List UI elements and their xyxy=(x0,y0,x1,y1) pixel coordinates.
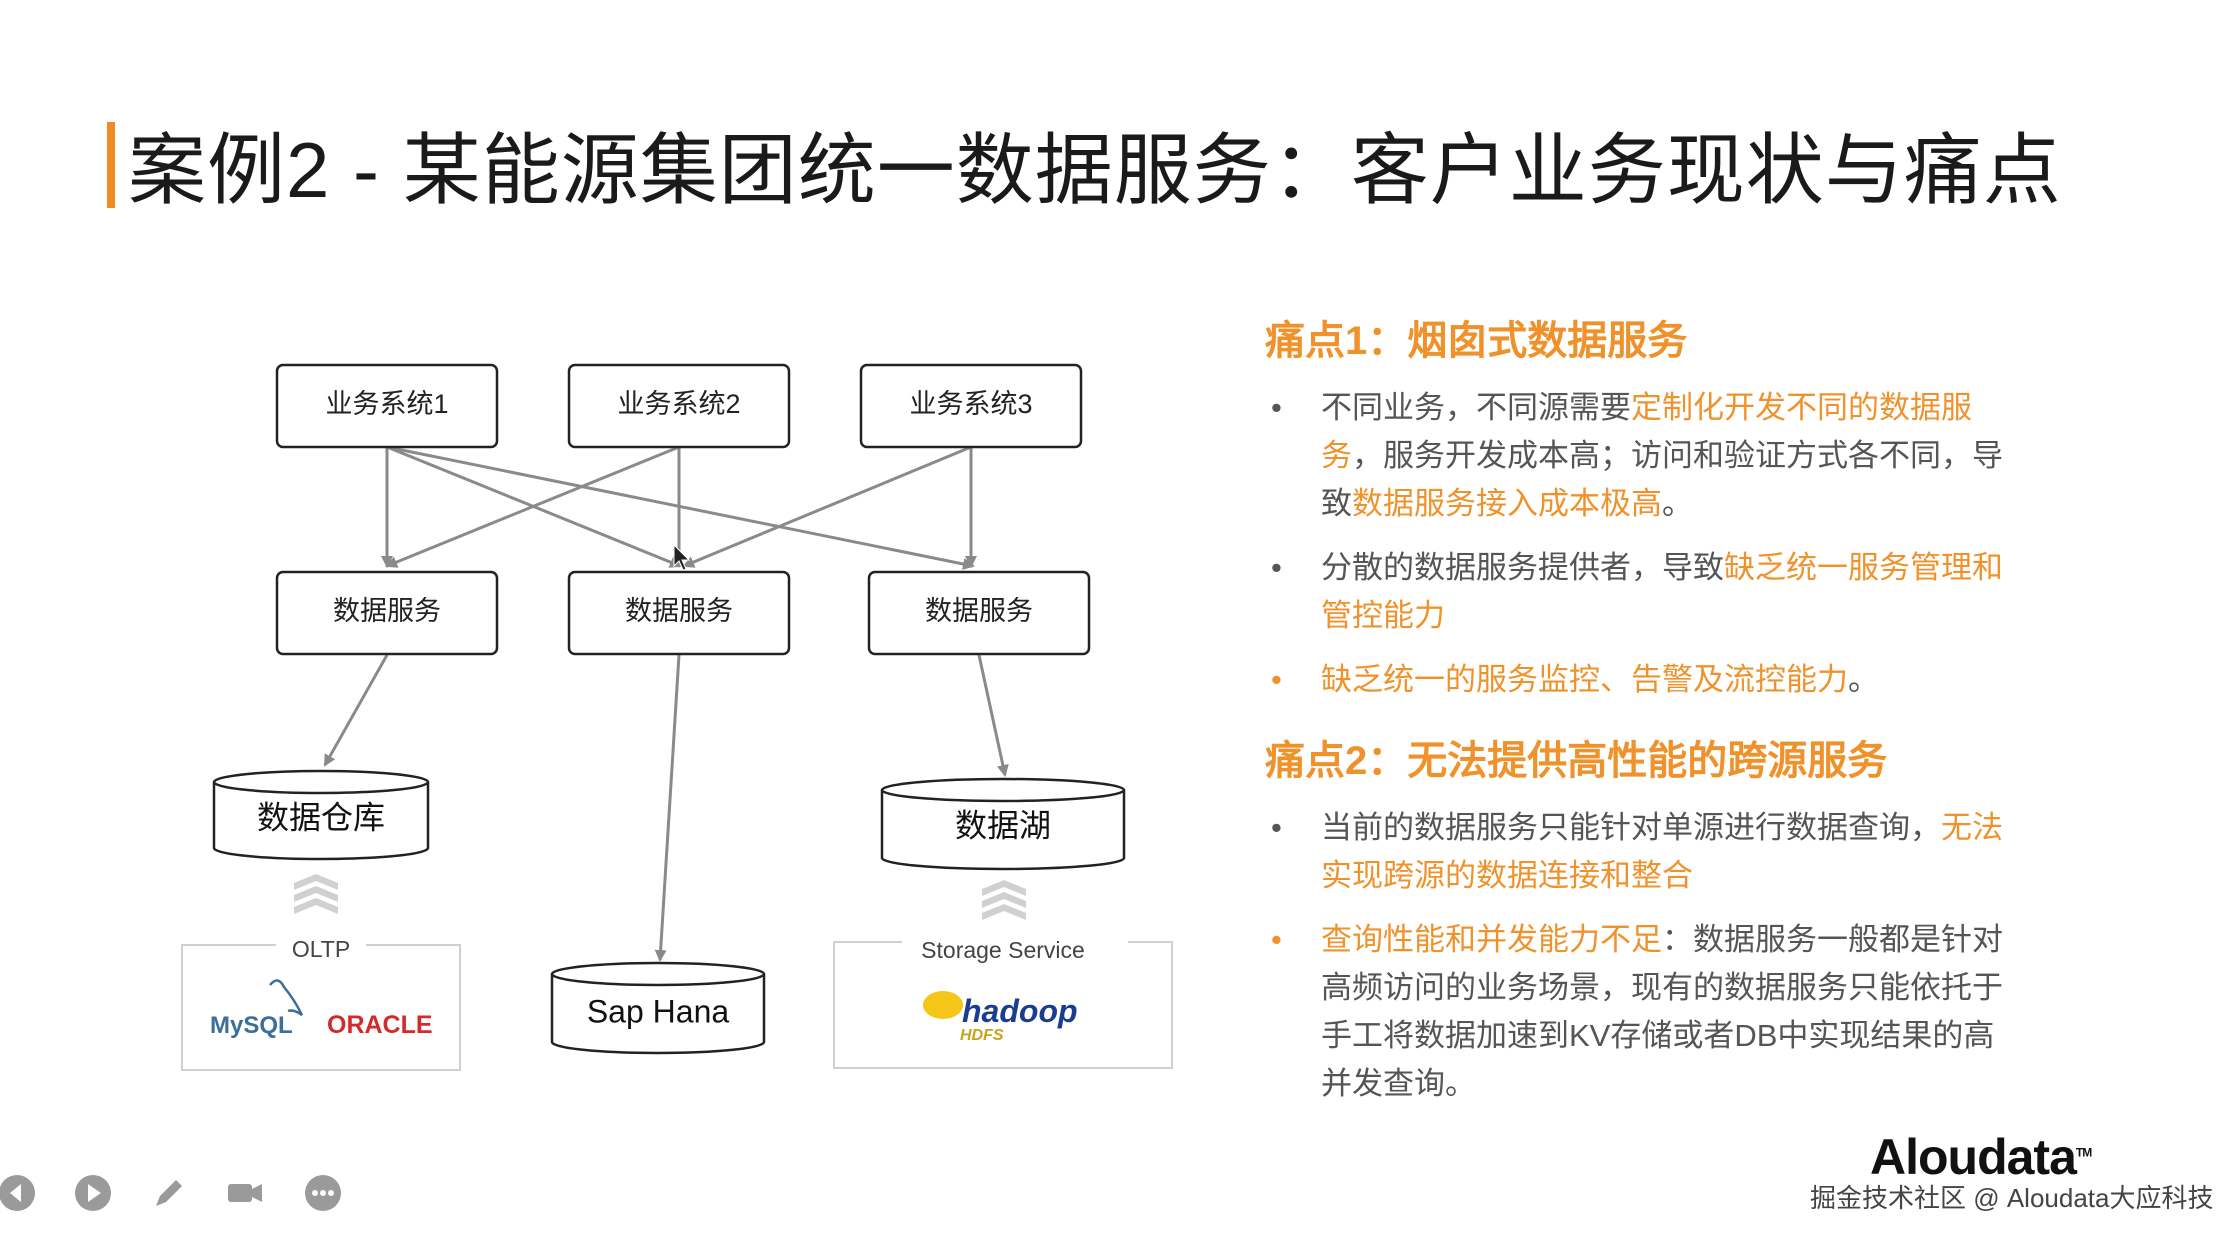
business-system-1: 业务系统1 xyxy=(275,363,499,449)
highlighted-text: 缺乏统一服务管理和管控能力 xyxy=(1321,550,2003,633)
watermark-text: 掘金技术社区 @ Aloudata大应科技 xyxy=(1810,1183,2214,1213)
play-icon[interactable] xyxy=(72,1172,114,1214)
hadoop-elephant-icon xyxy=(923,991,963,1019)
highlighted-text: 查询性能和并发能力不足 xyxy=(1321,922,1662,957)
highlighted-text: 缺乏统一的服务监控、告警及流控能力 xyxy=(1321,662,1848,697)
pain1-bullet: • 不同业务，不同源需要定制化开发不同的数据服务，服务开发成本高；访问和验证方式各… xyxy=(1265,384,2005,528)
pain1-bullet: • 缺乏统一的服务监控、告警及流控能力。 xyxy=(1265,656,2005,704)
pain2-bullet: • 查询性能和并发能力不足：数据服务一般都是针对高频访问的业务场景，现有的数据服务… xyxy=(1265,916,2005,1108)
data-warehouse-cylinder: 数据仓库 xyxy=(212,769,430,861)
highlighted-text: 无法实现跨源的数据连接和整合 xyxy=(1321,810,2003,893)
oltp-label: OLTP xyxy=(292,936,350,962)
sap-hana-cylinder: Sap Hana xyxy=(550,961,766,1055)
bullet-text: ，服务开发成本高；访问和验证方式各不同，导致 xyxy=(1321,438,2003,521)
pain-point-2-title: 痛点2：无法提供高性能的跨源服务 xyxy=(1265,739,1888,783)
bullet-text: 不同业务，不同源需要 xyxy=(1321,390,1631,425)
aloudata-logo: AloudataTM xyxy=(1870,1129,2092,1185)
mysql-dolphin-icon xyxy=(269,979,304,1017)
hdfs-logo: HDFS xyxy=(960,1027,1004,1044)
bullet-text: 当前的数据服务只能针对单源进行数据查询， xyxy=(1321,810,1941,845)
sap-hana-label: Sap Hana xyxy=(587,993,730,1029)
bullet-dot: • xyxy=(1271,810,1282,845)
pain-point-1-title: 痛点1：烟囱式数据服务 xyxy=(1265,319,1688,363)
bullet-dot: • xyxy=(1271,390,1282,425)
data-service-label: 数据服务 xyxy=(625,596,733,626)
pain2-bullet: • 当前的数据服务只能针对单源进行数据查询，无法实现跨源的数据连接和整合 xyxy=(1265,804,2005,900)
bullet-text: 分散的数据服务提供者，导致 xyxy=(1321,550,1724,585)
mysql-logo: MySQL xyxy=(210,1012,293,1039)
camera-icon[interactable] xyxy=(224,1172,266,1214)
bullet-dot: • xyxy=(1271,550,1282,585)
business-system-label: 业务系统2 xyxy=(617,389,740,419)
pen-icon[interactable] xyxy=(148,1172,190,1214)
pain-points-panel: 痛点1：烟囱式数据服务 • 不同业务，不同源需要定制化开发不同的数据服务，服务开发… xyxy=(1265,308,2005,1124)
storage-service-panel: Storage Service hadoop HDFS xyxy=(833,937,1173,1069)
data-warehouse-label: 数据仓库 xyxy=(257,799,385,835)
pain-point-1-list: • 不同业务，不同源需要定制化开发不同的数据服务，服务开发成本高；访问和验证方式各… xyxy=(1265,384,2005,704)
title-accent-bar xyxy=(107,122,115,208)
previous-slide-icon[interactable] xyxy=(0,1172,38,1214)
bullet-dot: • xyxy=(1271,662,1282,697)
data-lake-label: 数据湖 xyxy=(955,807,1051,843)
storage-service-label: Storage Service xyxy=(921,937,1085,963)
business-system-2: 业务系统2 xyxy=(567,363,791,449)
hadoop-logo: hadoop xyxy=(962,993,1078,1029)
data-service-2: 数据服务 xyxy=(567,570,791,656)
business-system-3: 业务系统3 xyxy=(859,363,1083,449)
oracle-logo: ORACLE xyxy=(327,1011,433,1039)
pain-point-2-list: • 当前的数据服务只能针对单源进行数据查询，无法实现跨源的数据连接和整合 • 查询性能… xyxy=(1265,804,2005,1108)
data-service-label: 数据服务 xyxy=(925,596,1033,626)
bullet-text: 。 xyxy=(1662,486,1693,521)
data-service-3: 数据服务 xyxy=(867,570,1091,656)
pain1-bullet: • 分散的数据服务提供者，导致缺乏统一服务管理和管控能力 xyxy=(1265,544,2005,640)
data-service-1: 数据服务 xyxy=(275,570,499,656)
bullet-text: ：数据服务一般都是针对高频访问的业务场景，现有的数据服务只能依托于手工将数据加速… xyxy=(1321,922,2003,1101)
highlighted-text: 定制化开发不同的数据服务 xyxy=(1321,390,1972,473)
data-service-label: 数据服务 xyxy=(333,596,441,626)
business-system-label: 业务系统1 xyxy=(325,389,448,419)
mouse-cursor-icon xyxy=(673,543,691,571)
more-options-icon[interactable] xyxy=(302,1172,344,1214)
page-title: 案例2 - 某能源集团统一数据服务：客户业务现状与痛点 xyxy=(128,126,2062,214)
data-lake-cylinder: 数据湖 xyxy=(880,777,1126,871)
bullet-dot: • xyxy=(1271,922,1282,957)
architecture-diagram: 业务系统1 业务系统2 业务系统3 数据服务 数据服务 数据服务 数据仓库 Sa… xyxy=(181,363,1173,1071)
highlighted-text: 数据服务接入成本极高 xyxy=(1352,486,1662,521)
flow-arrows xyxy=(323,445,1009,962)
business-system-label: 业务系统3 xyxy=(909,389,1032,419)
upflow-chevrons-right xyxy=(982,880,1026,920)
oltp-source-panel: OLTP MySQL ORACLE xyxy=(181,936,461,1071)
upflow-chevrons-left xyxy=(294,874,338,914)
bullet-text: 。 xyxy=(1848,662,1879,697)
